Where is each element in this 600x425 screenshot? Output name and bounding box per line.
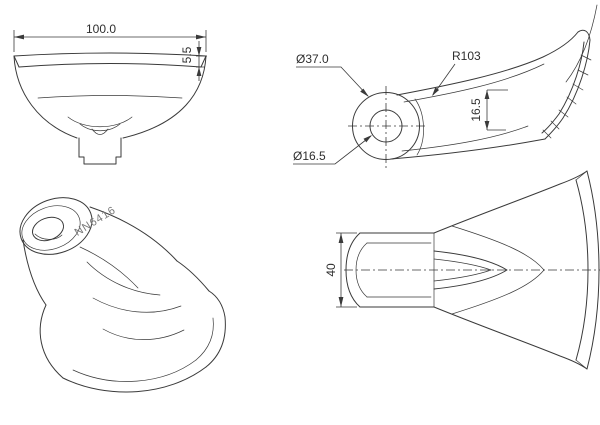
dim-bore-diameter-graphics (293, 135, 372, 165)
front-view: 100.0 5.5 (13, 22, 207, 165)
dim-rim-width: 16.5 (469, 98, 483, 122)
dim-front-lip-graphics (196, 41, 207, 81)
rim-hatch-marks (542, 54, 592, 139)
dim-front-width-graphics (13, 30, 207, 52)
dim-shank-width: 40 (324, 263, 338, 277)
iso-boss (19, 197, 93, 255)
dim-boss-outer-diameter: Ø37.0 (296, 52, 329, 66)
dim-blade-radius-graphics (432, 63, 456, 96)
side-view: Ø37.0 R103 Ø16.5 16.5 (293, 4, 598, 168)
dim-blade-radius: R103 (452, 49, 481, 63)
iso-body (22, 206, 226, 393)
dim-boss-diameter-graphics (296, 66, 369, 97)
blade-outline (390, 29, 591, 160)
isometric-view: NN6416 (19, 197, 226, 393)
dim-front-lip-height: 5.5 (180, 46, 194, 63)
dim-shank-width-graphics (336, 232, 357, 308)
dim-front-width: 100.0 (86, 22, 116, 36)
top-view: 40 (324, 170, 600, 370)
front-outline (13, 52, 207, 165)
radius-arc-extension (565, 4, 598, 83)
dim-bore-diameter: Ø16.5 (293, 149, 326, 163)
dim-rim-width-graphics (484, 89, 508, 131)
